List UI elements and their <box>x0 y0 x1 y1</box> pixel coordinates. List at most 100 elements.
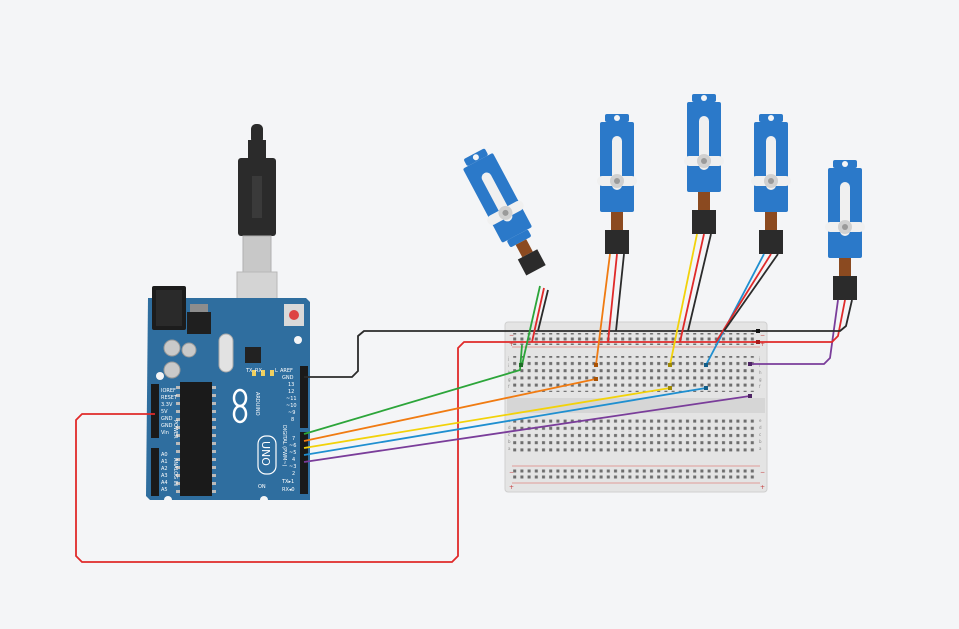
svg-text:TX▸1: TX▸1 <box>281 479 294 485</box>
servo-4-power-wire[interactable] <box>715 253 772 343</box>
svg-text:~3: ~3 <box>289 464 296 470</box>
digital-pin-labels-top: AREF GND 13 12 ~11 ~10 ~9 8 <box>280 368 297 423</box>
usb-chip <box>245 347 261 363</box>
crystal-oscillator <box>218 333 234 373</box>
svg-text:f: f <box>508 384 510 389</box>
svg-text:GND: GND <box>161 423 173 429</box>
power-header[interactable] <box>151 384 159 438</box>
svg-text:A3: A3 <box>161 473 168 479</box>
servo-1-signal-wire[interactable] <box>521 285 541 366</box>
svg-text:A2: A2 <box>161 466 168 472</box>
rail-minus-label-top-right: − <box>760 332 765 339</box>
servo-1-ground-wire[interactable] <box>537 289 549 332</box>
svg-text:A1: A1 <box>161 459 168 465</box>
reset-button-cap[interactable] <box>289 310 299 320</box>
uno-badge: UNO <box>257 435 277 475</box>
servo-3-ground-wire[interactable] <box>687 233 712 332</box>
usb-cable <box>236 124 278 327</box>
servo-connector <box>692 210 716 234</box>
breadboard[interactable]: − + − + − + − + j i h g f e d c b a j i … <box>504 321 768 493</box>
servo-4-signal-wire[interactable] <box>705 253 765 366</box>
l-label: L <box>275 368 278 374</box>
on-label: ON <box>258 484 266 490</box>
svg-text:3.3V: 3.3V <box>161 402 173 408</box>
servo-5-ground-wire[interactable] <box>752 299 853 332</box>
svg-text:~11: ~11 <box>286 396 297 402</box>
mount-hole-1 <box>156 372 164 380</box>
servo-5-power-wire[interactable] <box>752 299 846 343</box>
servo-2-signal-wire[interactable] <box>595 253 611 366</box>
svg-text:5V: 5V <box>161 409 168 415</box>
atmega-chip <box>180 382 212 496</box>
servo-3-power-wire[interactable] <box>679 233 705 343</box>
top-terminal-strip[interactable] <box>513 356 757 392</box>
svg-text:~9: ~9 <box>288 410 295 416</box>
rail-minus-label-bottom-right: − <box>760 469 765 476</box>
servo-2-power-wire[interactable] <box>607 253 618 343</box>
svg-text:13: 13 <box>288 382 294 388</box>
svg-text:a: a <box>508 446 511 451</box>
servo-2-ground-wire[interactable] <box>615 253 625 332</box>
wires <box>75 233 853 563</box>
wire-endpoints <box>519 329 760 398</box>
chip-pins <box>176 386 216 493</box>
servo-3[interactable] <box>684 94 724 234</box>
mount-hole-2 <box>164 496 172 504</box>
tx-led <box>252 370 256 376</box>
rail-minus-label-bottom: − <box>509 469 514 476</box>
svg-text:12: 12 <box>288 389 294 395</box>
servo-3-signal-wire[interactable] <box>669 233 698 366</box>
bottom-power-rail[interactable] <box>513 468 757 480</box>
wire-power-5v[interactable] <box>75 341 760 563</box>
svg-text:f: f <box>759 384 761 389</box>
svg-text:i: i <box>508 363 509 368</box>
servo-connector <box>759 230 783 254</box>
servo-connector <box>605 230 629 254</box>
bottom-terminal-strip[interactable] <box>513 418 757 454</box>
digital-header-bottom[interactable] <box>300 432 308 494</box>
servo-2[interactable] <box>597 114 637 254</box>
wire-ground-arduino[interactable] <box>304 330 760 378</box>
svg-text:~6: ~6 <box>289 443 296 449</box>
analog-header[interactable] <box>151 448 159 496</box>
mount-hole-3 <box>260 496 268 504</box>
svg-text:IOREF: IOREF <box>161 388 176 394</box>
wire-signal-yellow[interactable] <box>303 387 671 449</box>
capacitor-3 <box>181 342 197 358</box>
svg-text:A0: A0 <box>161 452 168 458</box>
capacitor-2 <box>163 361 181 379</box>
rail-plus-label-top: + <box>509 341 514 348</box>
servo-1-power-wire[interactable] <box>531 287 545 343</box>
row-letters-right: j i h g f e d c b a <box>758 356 762 451</box>
rail-minus-label-top: − <box>509 332 514 339</box>
rx-led <box>261 370 265 376</box>
servo-5-signal-wire[interactable] <box>750 299 839 365</box>
svg-text:8: 8 <box>291 417 294 423</box>
analog-label: ANALOG IN <box>172 458 178 486</box>
wire-signal-purple[interactable] <box>303 395 751 463</box>
arduino-logo-text: ARDUINO <box>254 392 260 416</box>
svg-text:4: 4 <box>292 457 295 463</box>
svg-text:A5: A5 <box>161 487 168 493</box>
rx-label: RX <box>255 368 262 374</box>
servo-5[interactable] <box>825 160 865 300</box>
digital-header-top[interactable] <box>300 366 308 428</box>
arduino-uno[interactable]: ARDUINO UNO DIGITAL (PWM~) POWER ANALOG … <box>146 124 310 504</box>
tx-label: TX <box>245 368 253 374</box>
svg-text:b: b <box>508 439 511 444</box>
servo-4-ground-wire[interactable] <box>723 253 779 332</box>
servo-connector <box>517 249 546 276</box>
svg-text:i: i <box>759 363 760 368</box>
wire-signal-orange[interactable] <box>303 378 597 442</box>
servo-4[interactable] <box>751 114 791 254</box>
servo-1[interactable] <box>456 144 553 279</box>
svg-text:c: c <box>508 432 510 437</box>
rail-plus-label-bottom: + <box>509 484 514 491</box>
wire-signal-blue[interactable] <box>303 387 707 456</box>
wire-signal-green[interactable] <box>303 344 523 435</box>
digital-label: DIGITAL (PWM~) <box>281 425 287 467</box>
svg-text:c: c <box>759 432 761 437</box>
l-led <box>270 370 274 376</box>
arduino-logo: ARDUINO <box>232 388 260 424</box>
svg-text:AREF: AREF <box>280 368 293 374</box>
